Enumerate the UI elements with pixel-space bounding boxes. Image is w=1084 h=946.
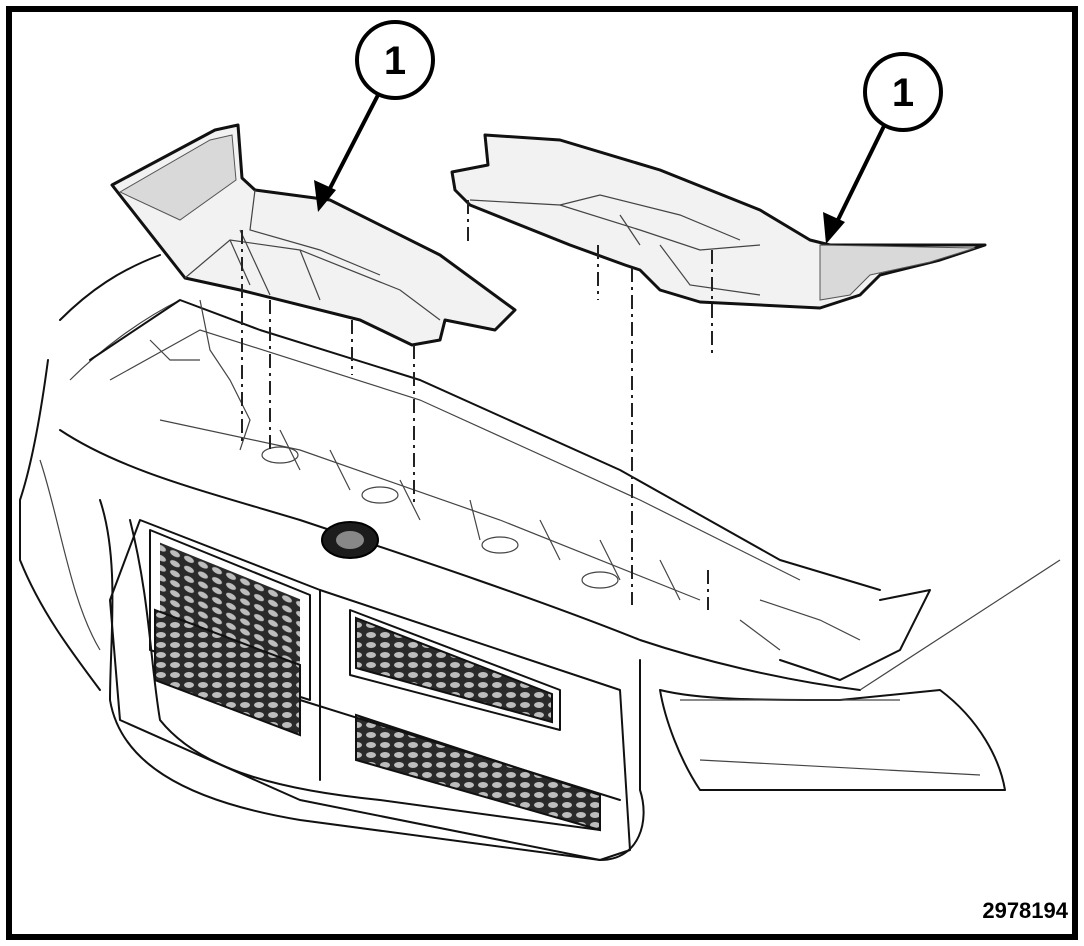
right-air-deflector-shield — [450, 133, 987, 310]
figure-id: 2978194 — [982, 898, 1068, 923]
callout-left-arrowhead — [314, 180, 336, 212]
callout-right-leader — [832, 125, 886, 229]
callout-left: 1 — [314, 20, 435, 212]
callout-right-arrowhead — [823, 212, 845, 244]
callout-left-circle — [355, 20, 435, 100]
upper-right-grille-mesh — [355, 616, 553, 724]
lower-left-grille-mesh — [154, 608, 301, 737]
vehicle-front-end — [19, 254, 1061, 861]
callout-left-leader — [324, 94, 380, 197]
left-air-deflector-shield — [110, 123, 517, 347]
callout-left-label: 1 — [384, 39, 406, 83]
fastener-alignment-lines — [241, 200, 713, 610]
callout-right: 1 — [823, 52, 943, 244]
callout-right-circle — [863, 52, 943, 132]
callout-right-label: 1 — [892, 71, 914, 115]
